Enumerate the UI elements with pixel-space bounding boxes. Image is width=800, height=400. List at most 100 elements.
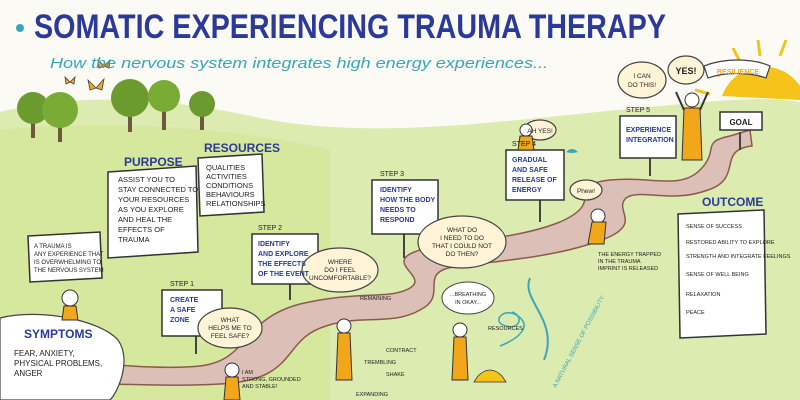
purpose-line: AND HEAL THE — [118, 215, 172, 224]
bubble-breathing-line: IN OKAY... — [455, 300, 481, 306]
bubble-can-do — [617, 61, 667, 99]
bubble-can-do-line: DO THIS! — [628, 82, 656, 89]
energy-note-line: IN THE TRAUMA — [598, 259, 641, 265]
symptoms-line: ANGER — [14, 369, 43, 378]
step1-sign-line: ZONE — [170, 317, 190, 324]
page-title: SOMATIC EXPERIENCING TRAUMA THERAPY — [34, 8, 666, 46]
figure-top — [517, 123, 535, 151]
symptoms-text: FEAR, ANXIETY, PHYSICAL PROBLEMS, ANGER — [14, 349, 102, 378]
possibility-arrow — [527, 277, 549, 361]
bubble-uncomfortable-line: WHERE — [328, 259, 353, 266]
resources-item: ACTIVITIES — [206, 172, 247, 181]
step4-sign-line: RELEASE OF — [512, 177, 557, 184]
bubble-can-do-line: I CAN — [633, 73, 651, 80]
symptoms-line: PHYSICAL PROBLEMS, — [14, 359, 102, 368]
step2-label: STEP 2 — [258, 225, 282, 232]
bubble-need-line: I NEED TO DO — [440, 235, 484, 242]
outcome-list: SENSE OF SUCCESS RESTORED ABILITY TO EXP… — [686, 224, 791, 316]
bubble-safe-line: FEEL SAFE? — [211, 333, 250, 340]
symptoms-line: FEAR, ANXIETY, — [14, 349, 75, 358]
bubble-phew-text: Phew! — [577, 188, 595, 195]
bird-icon — [566, 149, 578, 153]
purpose-line: STAY CONNECTED TO — [118, 185, 198, 194]
goal-label: GOAL — [729, 118, 752, 127]
step1-sign-line: CREATE — [170, 297, 199, 304]
step4-sign — [505, 149, 565, 201]
bubble-uncomfortable-line: DO I FEEL — [324, 267, 356, 274]
goal-sign — [719, 111, 763, 131]
butterfly-icon — [64, 58, 111, 91]
figure-step5 — [675, 91, 709, 161]
tree-icon — [17, 79, 215, 142]
step4-sign-line: AND SAFE — [512, 167, 548, 174]
remaining-tag: REMAINING — [360, 296, 391, 302]
step2-sign-line: THE EFFECTS — [258, 261, 306, 268]
bubble-safe-line: HELPS ME TO — [208, 325, 251, 332]
title-bullet-icon — [16, 24, 24, 32]
outcome-scroll — [677, 209, 767, 339]
outcome-item: STRENGTH AND INTEGRATE FEELINGS — [686, 254, 791, 260]
lamp-icon — [473, 369, 507, 383]
trauma-note-line: THE NERVOUS SYSTEM — [34, 268, 104, 274]
resilience-banner — [703, 59, 771, 79]
bubble-yes-text: YES! — [675, 66, 696, 76]
step2-sign-line: AND EXPLORE — [258, 251, 309, 258]
trauma-note-line: IS OVERWHELMING TO — [34, 260, 101, 266]
resources-list: QUALITIES ACTIVITIES CONDITIONS BEHAVIOU… — [206, 163, 265, 208]
figure-step1 — [223, 362, 241, 400]
resources-heading: RESOURCES — [204, 141, 280, 155]
step5-sign — [619, 115, 677, 159]
figure-symptoms — [61, 289, 79, 321]
purpose-heading: PURPOSE — [124, 155, 183, 169]
step3-sign-line: RESPOND — [380, 217, 415, 224]
shake-tag: SHAKE — [386, 372, 405, 378]
step2-sign-line: IDENTIFY — [258, 241, 290, 248]
bubble-safe-line: WHAT — [221, 317, 240, 324]
trauma-note-line: ANY EXPERIENCE THAT — [34, 252, 104, 258]
outcome-item: SENSE OF SUCCESS — [686, 224, 742, 230]
energy-note-line: IMPRINT IS RELEASED — [598, 266, 658, 272]
step3-sign-line: NEEDS TO — [380, 207, 416, 214]
resources-item: QUALITIES — [206, 163, 245, 172]
bubble-phew — [569, 179, 603, 201]
trauma-note-scroll — [27, 231, 103, 283]
step3-label: STEP 3 — [380, 171, 404, 178]
outcome-item: RESTORED ABILITY TO EXPLORE — [686, 240, 775, 246]
resources-scroll — [197, 153, 265, 217]
bubble-breathing — [441, 281, 495, 315]
step4-label: STEP 4 — [512, 141, 536, 148]
resources-item: RELATIONSHIPS — [206, 199, 265, 208]
figure-step3 — [451, 322, 469, 381]
trauma-note-line: A TRAUMA IS — [34, 244, 72, 250]
resources-item: BEHAVIOURS — [206, 190, 255, 199]
ground-note-line: AND STABLE! — [242, 384, 278, 390]
spiral — [498, 311, 525, 347]
outcome-item: SENSE OF WELL BEING — [686, 272, 749, 278]
page-subtitle: How the nervous system integrates high e… — [50, 55, 548, 72]
symptoms-heading: SYMPTOMS — [24, 327, 92, 341]
bubble-yes — [667, 55, 705, 85]
purpose-line: EFFECTS OF — [118, 225, 165, 234]
trembling-tag: TREMBLING — [364, 360, 396, 366]
bubble-safe — [197, 307, 263, 349]
purpose-line: ASSIST YOU TO — [118, 175, 175, 184]
bubble-need-line: THAT I COULD NOT — [432, 243, 492, 250]
step4-sign-line: ENERGY — [512, 187, 542, 194]
energy-note-line: THE ENERGY TRAPPED — [598, 252, 661, 258]
expanding-tag: EXPANDING — [356, 392, 388, 398]
bubble-need-line: DO THEN? — [446, 251, 479, 258]
purpose-line: YOUR RESOURCES — [118, 195, 189, 204]
step5-label: STEP 5 — [626, 107, 650, 114]
outcome-item: PEACE — [686, 310, 705, 316]
ground-note-line: I AM — [242, 370, 253, 376]
winding-path — [0, 129, 753, 386]
step2-sign-line: OF THE EVENT — [258, 271, 310, 278]
symptoms-area — [0, 313, 125, 400]
resources-item: CONDITIONS — [206, 181, 253, 190]
step3-sign-line: IDENTIFY — [380, 187, 412, 194]
contract-tag: CONTRACT — [386, 348, 417, 354]
step1-label: STEP 1 — [170, 281, 194, 288]
step3-sign-line: HOW THE BODY — [380, 197, 436, 204]
resilience-label: RESILIENCE — [717, 69, 759, 76]
